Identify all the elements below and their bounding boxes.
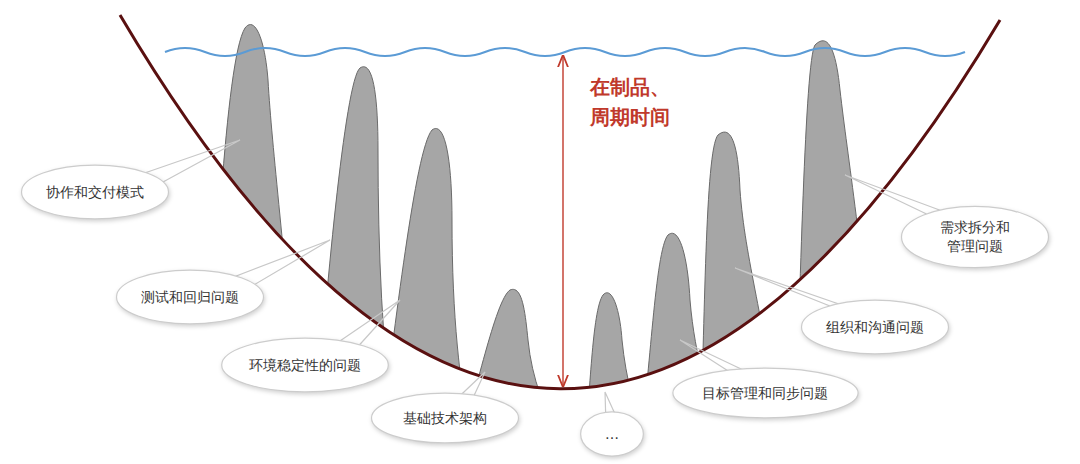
depth-label: 在制品、 周期时间: [588, 72, 682, 132]
callout-bubble: 测试和回归问题: [115, 269, 265, 325]
callout-bubble: 组织和沟通问题: [800, 299, 950, 355]
callout-bubble: …: [580, 411, 644, 457]
rocks: [205, 25, 880, 440]
callout-bubble: 目标管理和同步问题: [671, 367, 860, 419]
callout-bubble: 需求拆分和 管理问题: [900, 205, 1050, 269]
callout-bubble: 环境稳定性的问题: [220, 337, 390, 393]
callout-text: 协作和交付模式: [46, 183, 144, 202]
bubble-outline: [900, 205, 1050, 269]
callout-text: 目标管理和同步问题: [702, 384, 828, 403]
callout-text: 基础技术架构: [403, 409, 487, 428]
callout-bubble: 基础技术架构: [370, 392, 520, 444]
water-line: [165, 48, 965, 56]
valley-curve: [120, 15, 1000, 389]
callout-text: 测试和回归问题: [141, 288, 239, 307]
callout-text: 需求拆分和 管理问题: [938, 218, 1012, 256]
depth-arrow: [562, 56, 563, 386]
leader-lines: [110, 140, 980, 425]
callout-text: …: [605, 425, 619, 444]
callout-bubble: 协作和交付模式: [20, 164, 170, 220]
callout-text: 组织和沟通问题: [826, 318, 924, 337]
callout-text: 环境稳定性的问题: [249, 356, 361, 375]
